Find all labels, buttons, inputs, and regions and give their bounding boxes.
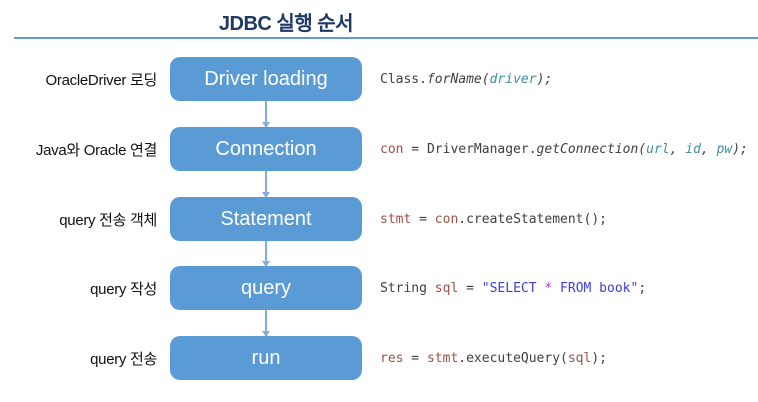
flow-box-statement: Statement — [170, 197, 362, 241]
flow-box-query: query — [170, 266, 362, 310]
flow-row: query 전송 객체 Statement stmt = con.createS… — [0, 197, 758, 241]
code-line: Class.forName(driver); — [380, 71, 553, 87]
flow-box-run: run — [170, 336, 362, 380]
row-label: query 작성 — [90, 280, 157, 298]
down-arrow-icon — [262, 241, 270, 267]
flow-box-connection: Connection — [170, 127, 362, 171]
code-line: String sql = "SELECT * FROM book"; — [380, 280, 647, 296]
flow-row: OracleDriver 로딩 Driver loading Class.for… — [0, 57, 758, 101]
row-label: query 전송 객체 — [59, 211, 157, 229]
title-underline — [14, 37, 758, 39]
code-line: res = stmt.executeQuery(sql); — [380, 350, 607, 366]
row-label: query 전송 — [90, 350, 157, 368]
row-label: Java와 Oracle 연결 — [35, 141, 157, 159]
row-label: OracleDriver 로딩 — [45, 71, 158, 89]
flow-row: Java와 Oracle 연결 Connection con = DriverM… — [0, 127, 758, 171]
down-arrow-icon — [262, 101, 270, 128]
page-title: JDBC 실행 순서 — [218, 13, 354, 35]
code-line: stmt = con.createStatement(); — [380, 211, 607, 227]
down-arrow-icon — [262, 310, 270, 337]
code-line: con = DriverManager.getConnection(url, i… — [380, 141, 748, 157]
down-arrow-icon — [262, 171, 270, 198]
flow-row: query 작성 query String sql = "SELECT * FR… — [0, 266, 758, 310]
flow-row: query 전송 run res = stmt.executeQuery(sql… — [0, 336, 758, 380]
flow-box-driver-loading: Driver loading — [170, 57, 362, 101]
